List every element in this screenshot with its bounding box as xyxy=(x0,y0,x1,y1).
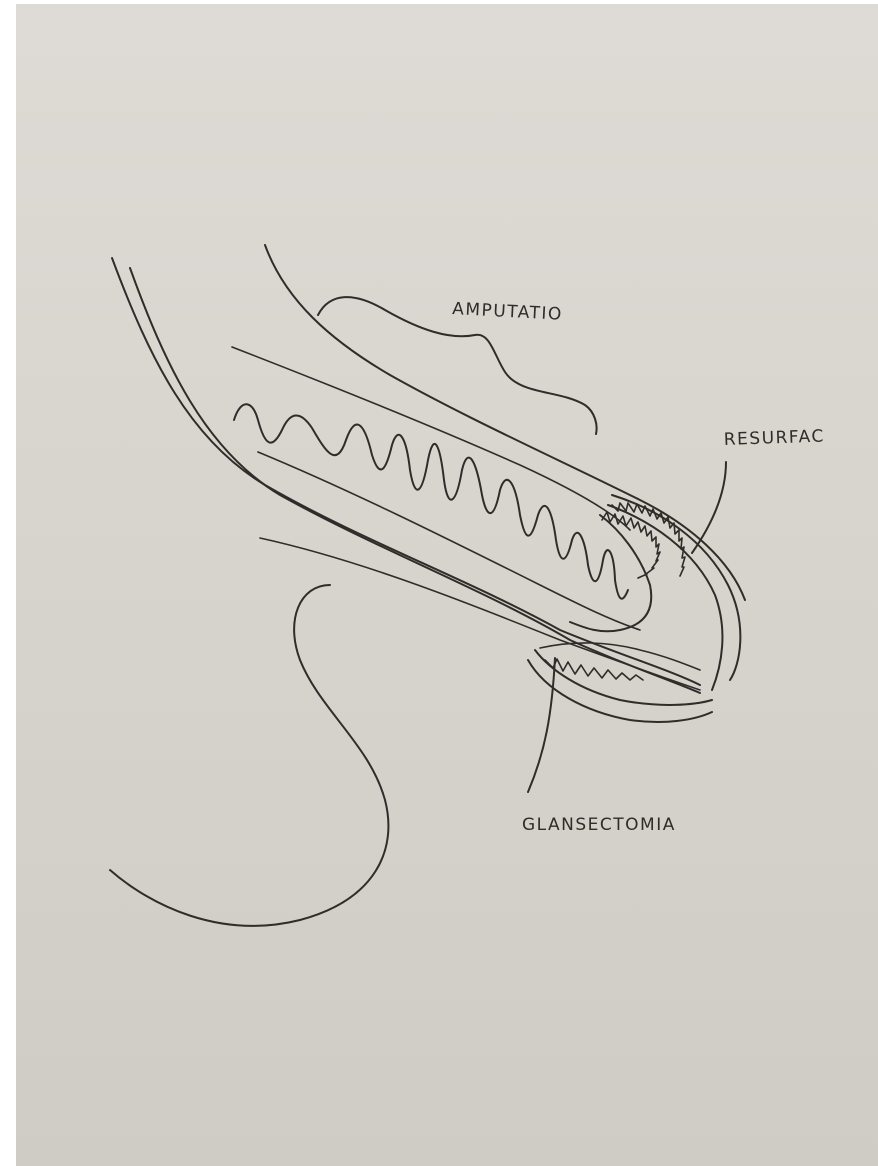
shaft-upper-line xyxy=(232,347,630,530)
urethra-line xyxy=(260,538,700,690)
scrotum-curve xyxy=(110,585,388,926)
glans-inner-serration xyxy=(602,512,660,578)
amputation-label: AMPUTATIO xyxy=(452,299,564,325)
glansectomy-label: GLANSECTOMIA xyxy=(522,815,676,835)
resurfacing-serration xyxy=(612,503,685,576)
glansectomy-serration xyxy=(545,659,643,680)
resurfacing-leader-line xyxy=(692,462,726,553)
resurfacing-label: RESURFAC xyxy=(723,426,825,450)
outer-skin-line-2 xyxy=(130,268,700,693)
glansectomy-cut-line xyxy=(540,643,700,670)
glans-inner-contour xyxy=(570,515,651,631)
